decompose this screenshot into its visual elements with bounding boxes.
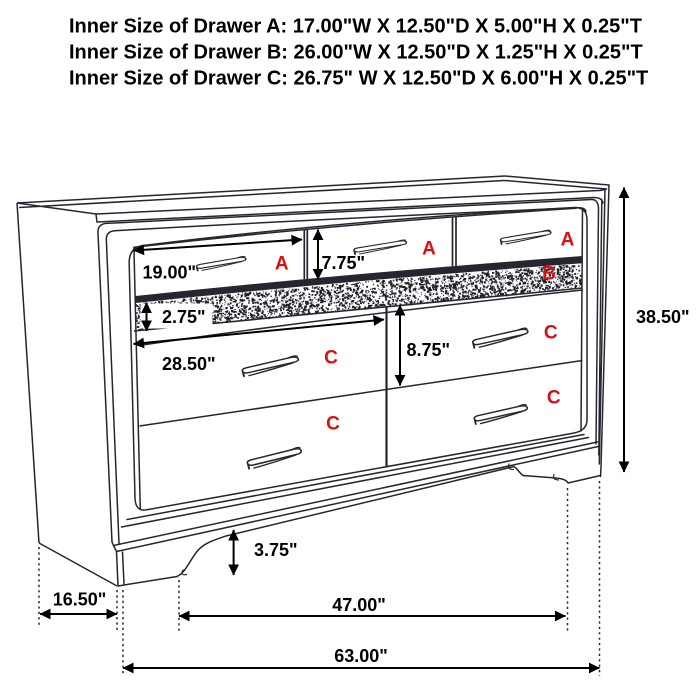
svg-text:2.75": 2.75" bbox=[162, 307, 206, 327]
svg-text:38.50": 38.50" bbox=[636, 307, 690, 327]
svg-text:C: C bbox=[547, 388, 561, 409]
svg-text:8.75": 8.75" bbox=[407, 340, 451, 360]
svg-text:28.50": 28.50" bbox=[162, 354, 216, 374]
svg-text:B: B bbox=[542, 264, 556, 285]
svg-text:C: C bbox=[544, 322, 558, 343]
svg-text:7.75": 7.75" bbox=[322, 253, 366, 273]
svg-text:A: A bbox=[422, 239, 436, 260]
svg-text:Inner Size of Drawer A: 17.00": Inner Size of Drawer A: 17.00"W X 12.50"… bbox=[69, 16, 642, 38]
svg-text:A: A bbox=[561, 230, 575, 251]
svg-text:Inner Size of Drawer C: 26.75": Inner Size of Drawer C: 26.75" W X 12.50… bbox=[69, 67, 648, 89]
svg-text:19.00": 19.00" bbox=[143, 263, 197, 283]
svg-text:16.50": 16.50" bbox=[53, 590, 107, 610]
svg-text:C: C bbox=[326, 414, 340, 435]
svg-text:3.75": 3.75" bbox=[254, 540, 298, 560]
svg-text:C: C bbox=[324, 348, 338, 369]
svg-text:Inner Size of Drawer B: 26.00": Inner Size of Drawer B: 26.00"W X 12.50"… bbox=[69, 41, 643, 63]
svg-text:47.00": 47.00" bbox=[332, 595, 386, 615]
svg-text:63.00": 63.00" bbox=[334, 646, 388, 666]
svg-text:A: A bbox=[275, 254, 289, 275]
